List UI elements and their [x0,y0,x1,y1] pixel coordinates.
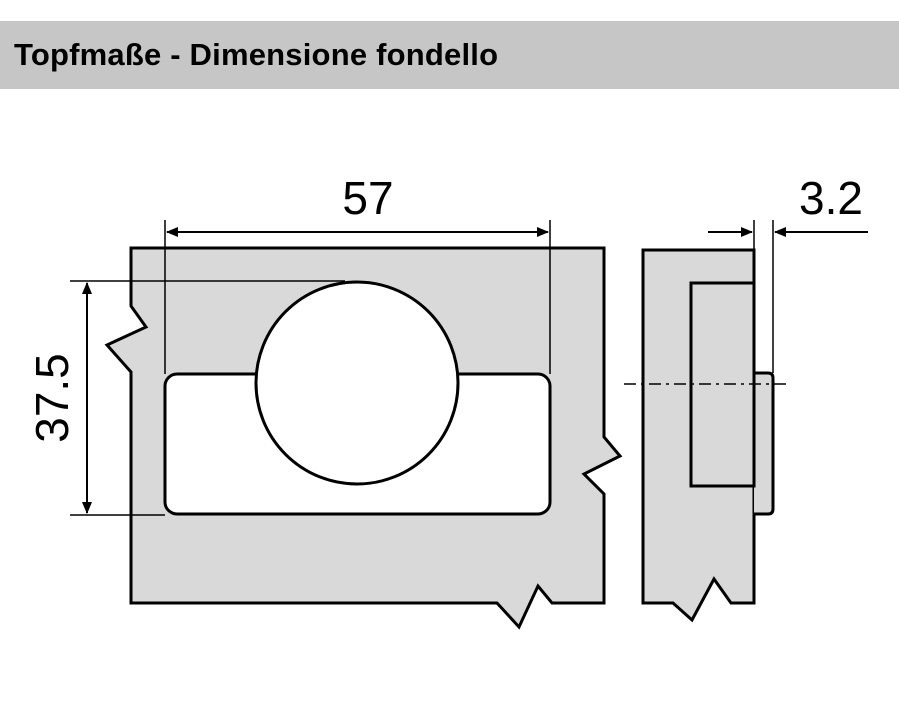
header-band: Topfmaße - Dimensione fondello [0,21,899,89]
width-label: 57 [342,172,393,224]
height-label: 37.5 [26,353,78,443]
cup-hole [254,280,460,486]
page-title: Topfmaße - Dimensione fondello [14,37,499,72]
side-view-cup-protrusion [754,371,775,516]
depth-label: 3.2 [799,172,863,224]
